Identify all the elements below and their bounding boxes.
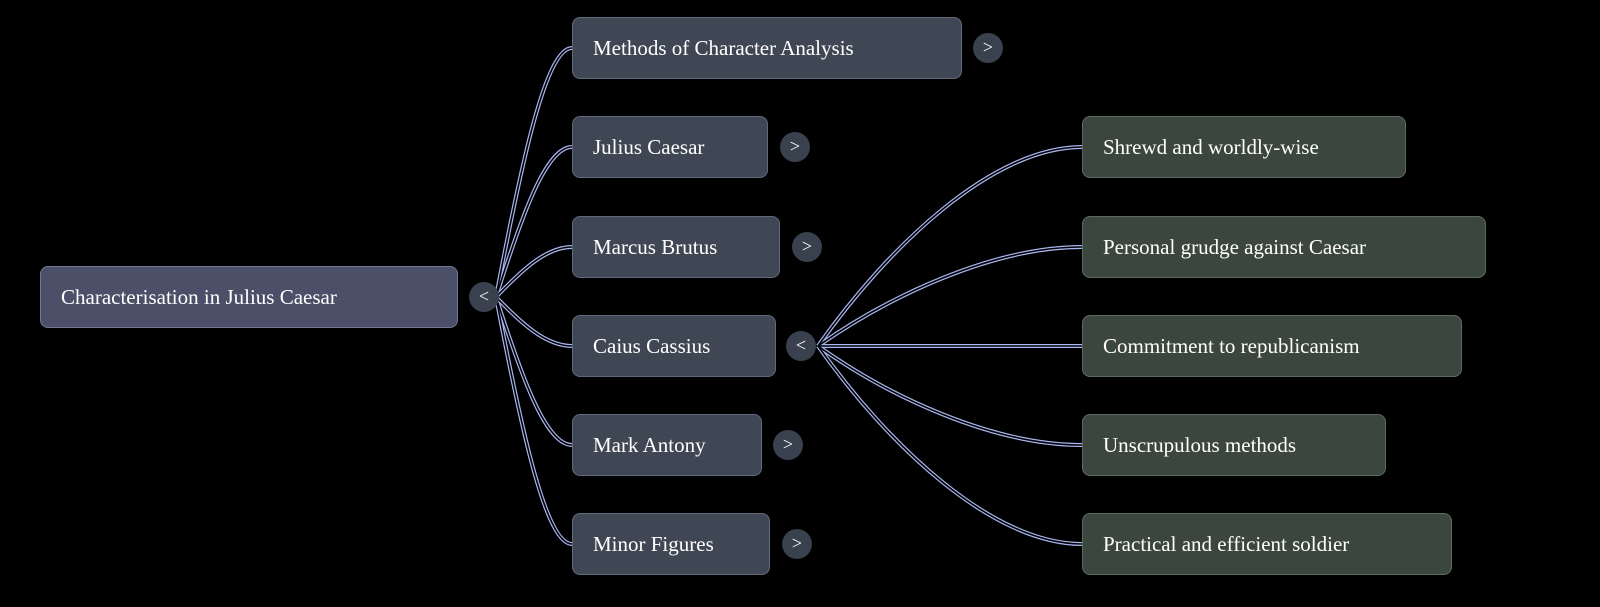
branch-node-label: Marcus Brutus	[593, 234, 718, 259]
leaf-node-personal-grudge-against-caesar[interactable]: Personal grudge against Caesar	[1082, 216, 1486, 278]
leaf-node-label: Commitment to republicanism	[1103, 333, 1360, 358]
leaf-node-unscrupulous-methods[interactable]: Unscrupulous methods	[1082, 414, 1386, 476]
toggle-methods-of-character-analysis[interactable]: >	[973, 33, 1003, 63]
toggle-minor-figures[interactable]: >	[782, 529, 812, 559]
branch-node-label: Minor Figures	[593, 531, 714, 556]
leaf-node-label: Shrewd and worldly-wise	[1103, 134, 1319, 159]
leaf-node-label: Unscrupulous methods	[1103, 432, 1297, 457]
leaf-node-commitment-to-republicanism[interactable]: Commitment to republicanism	[1082, 315, 1462, 377]
branch-node-caius-cassius[interactable]: Caius Cassius	[572, 315, 776, 377]
leaf-node-shrewd-and-worldly-wise[interactable]: Shrewd and worldly-wise	[1082, 116, 1406, 178]
leaf-node-label: Practical and efficient soldier	[1103, 531, 1350, 556]
root-collapse-toggle[interactable]: <	[469, 282, 499, 312]
branch-node-label: Caius Cassius	[593, 333, 711, 358]
toggle-marcus-brutus[interactable]: >	[792, 232, 822, 262]
branch-node-methods-of-character-analysis[interactable]: Methods of Character Analysis	[572, 17, 962, 79]
leaf-node-practical-and-efficient-soldier[interactable]: Practical and efficient soldier	[1082, 513, 1452, 575]
branch-node-label: Mark Antony	[593, 432, 706, 457]
branch-node-julius-caesar[interactable]: Julius Caesar	[572, 116, 768, 178]
branch-node-mark-antony[interactable]: Mark Antony	[572, 414, 762, 476]
branch-node-minor-figures[interactable]: Minor Figures	[572, 513, 770, 575]
branch-node-marcus-brutus[interactable]: Marcus Brutus	[572, 216, 780, 278]
root-node-label: Characterisation in Julius Caesar	[61, 284, 337, 309]
root-node[interactable]: Characterisation in Julius Caesar	[40, 266, 458, 328]
leaf-node-label: Personal grudge against Caesar	[1103, 234, 1367, 259]
toggle-caius-cassius[interactable]: <	[786, 331, 816, 361]
branch-node-label: Methods of Character Analysis	[593, 35, 854, 60]
toggle-julius-caesar[interactable]: >	[780, 132, 810, 162]
toggle-mark-antony[interactable]: >	[773, 430, 803, 460]
branch-node-label: Julius Caesar	[593, 134, 705, 159]
